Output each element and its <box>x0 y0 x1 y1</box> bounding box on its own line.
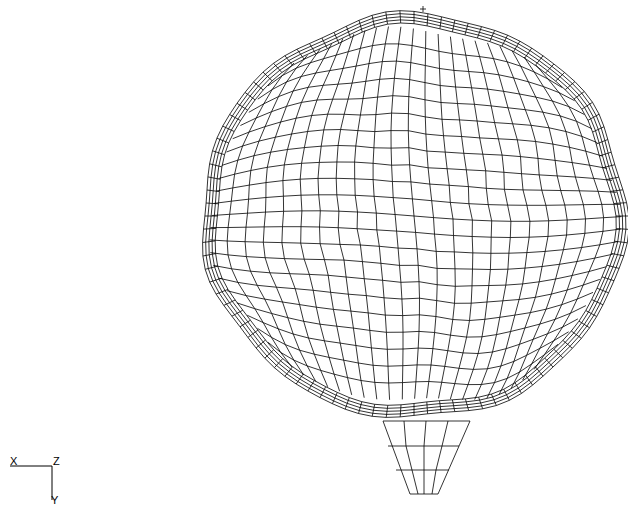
mesh-line <box>300 39 343 392</box>
mesh-line <box>355 28 377 400</box>
axis-label: X <box>10 455 17 467</box>
mesh-line <box>233 113 598 143</box>
mesh-line <box>263 49 320 381</box>
mesh-line <box>237 303 586 337</box>
mesh-line <box>438 34 455 398</box>
mesh-line <box>336 30 365 397</box>
mesh-line <box>247 315 578 353</box>
mesh-line <box>463 39 492 400</box>
mesh-line <box>487 43 530 398</box>
mesh-line <box>203 11 628 418</box>
mesh-line <box>227 130 603 157</box>
axis-label: Y <box>51 494 58 506</box>
mesh-line <box>258 328 569 369</box>
mesh-line <box>282 44 332 387</box>
mesh-line <box>268 342 558 384</box>
mesh-line <box>499 46 549 394</box>
mesh-line <box>450 37 472 399</box>
mesh-line <box>408 29 419 399</box>
mesh-line <box>210 227 620 238</box>
mesh-line <box>534 65 603 369</box>
mesh-line <box>425 31 437 398</box>
axis-label: Z <box>53 455 60 467</box>
mesh-line <box>222 146 607 169</box>
mesh-line <box>240 96 591 129</box>
mesh-line <box>268 44 562 88</box>
mesh-line <box>523 57 586 380</box>
mesh-line <box>210 240 618 253</box>
axis-triad <box>10 466 52 500</box>
origin-mark <box>420 6 426 12</box>
mesh-line <box>214 195 620 206</box>
mesh-line <box>216 178 616 192</box>
mesh-line <box>212 211 621 222</box>
stem-mesh <box>383 421 470 494</box>
mesh-line <box>203 11 628 418</box>
mesh-line <box>391 27 403 400</box>
mesh-line <box>475 41 511 400</box>
mesh-line <box>210 253 613 270</box>
mesh-line <box>213 265 606 286</box>
mesh-line <box>219 278 600 303</box>
mesh-lines <box>203 11 628 418</box>
mesh-line <box>219 162 612 180</box>
